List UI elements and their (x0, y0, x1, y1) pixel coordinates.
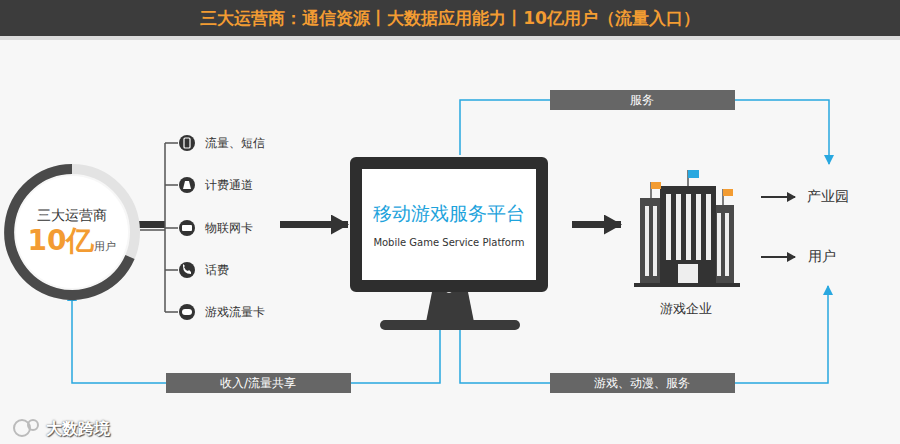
connector (761, 196, 795, 198)
item-label: 物联网卡 (205, 220, 253, 237)
node-box: 三大运营商10亿用户 (14, 174, 130, 290)
node-text: 用户 (94, 239, 116, 254)
node-text: 三大运营商 (37, 207, 107, 225)
node-text: 用户 (808, 248, 836, 266)
node-text: 移动游戏服务平台 (373, 201, 525, 227)
node-box: 游戏企业 (625, 168, 747, 318)
title-text: 三大运营商：通信资源丨大数据应用能力丨10亿用户（流量入口） (0, 0, 900, 36)
item-label: 流量、短信 (205, 135, 265, 152)
node-text: 游戏企业 (660, 300, 712, 318)
bracket (140, 143, 178, 312)
connector (572, 221, 621, 228)
connector (761, 256, 795, 258)
node-text: 10亿 (28, 225, 95, 257)
item-label: 游戏流量卡 (205, 304, 265, 321)
building-illustration (634, 170, 740, 287)
node-text: Mobile Game Service Platform (373, 237, 524, 248)
node-box: 移动游戏服务平台 Mobile Game Service Platform (350, 157, 548, 292)
item-label: 话费 (205, 262, 229, 279)
connector (460, 286, 828, 383)
edge-label-band: 游戏、动漫、服务 (550, 373, 735, 393)
node-box: 产业园 (797, 186, 859, 208)
item-icons (179, 135, 195, 320)
node-text: 产业园 (807, 188, 849, 206)
item-label: 计费通道 (205, 177, 253, 194)
operator-ring (9, 169, 135, 295)
edge-label-band: 收入/流量共享 (166, 373, 351, 393)
connector (72, 292, 440, 383)
watermark: 大数跨境 (46, 419, 110, 440)
title-underline (0, 36, 900, 40)
value-row: 10亿用户 (28, 225, 117, 257)
watermark-logo (14, 420, 38, 436)
edge-label-band: 服务 (550, 90, 735, 110)
node-box: 用户 (797, 246, 847, 268)
